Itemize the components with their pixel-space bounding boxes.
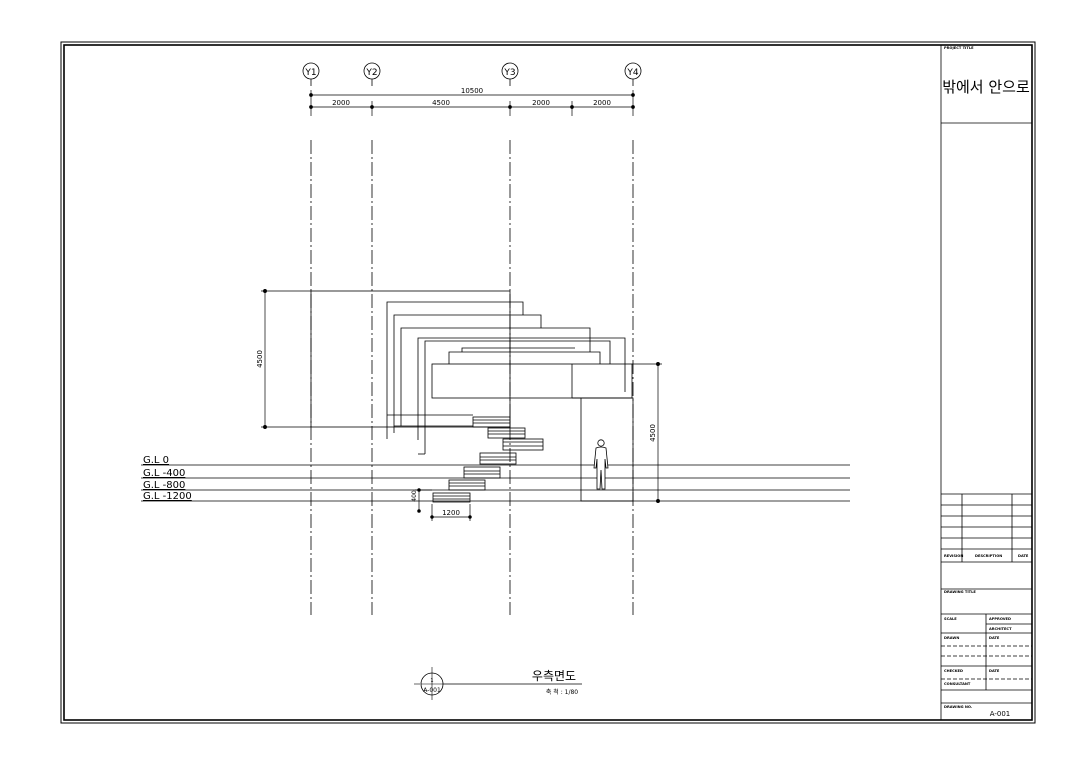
step-width-dimension: [430, 504, 472, 521]
sheet-outer-border: [60, 41, 1036, 724]
level-label-1200: G.L -1200: [143, 491, 192, 502]
left-height-label: 4500: [256, 350, 264, 368]
grid-axis-lines: [310, 140, 634, 615]
drawing-no: A-001: [990, 710, 1011, 718]
level-label-800: G.L -800: [143, 480, 185, 491]
human-scale-figure: [593, 439, 609, 490]
level-label-400: G.L -400: [143, 468, 185, 479]
grid-label-y2: Y2: [365, 68, 377, 78]
scale-label: SCALE: [944, 617, 957, 621]
level-label-0: G.L 0: [143, 455, 169, 466]
checked-date-label: DATE: [989, 669, 1000, 673]
dim-span-4: 2000: [593, 99, 611, 107]
grid-label-y1: Y1: [304, 68, 316, 78]
project-title: 밖에서 안으로: [942, 78, 1030, 96]
drawn-date-label: DATE: [989, 636, 1000, 640]
dim-span-3: 2000: [532, 99, 550, 107]
step-height-label: 400: [411, 490, 418, 502]
caption-title: 우측면도: [532, 669, 576, 683]
top-dimensions: [309, 90, 635, 116]
grid-bubble-y1: Y1: [302, 62, 320, 86]
dim-total: 10500: [461, 87, 483, 95]
approved-label: APPROVED: [989, 617, 1011, 621]
sheet-inner-border: [63, 44, 1033, 721]
revision-label: REVISION: [944, 554, 963, 558]
drawing-no-label: DRAWING NO.: [944, 705, 972, 709]
step-height-dimension: [415, 488, 432, 513]
right-height-dimension: [632, 362, 662, 503]
description-label: DESCRIPTION: [975, 554, 1002, 558]
grid-label-y4: Y4: [626, 68, 638, 78]
elevation-drawing: [310, 290, 634, 503]
grid-bubble-y4: Y4: [624, 62, 642, 86]
caption-scale: 축 척 : 1/80: [546, 688, 578, 696]
grid-label-y3: Y3: [503, 68, 515, 78]
architect-label: ARCHITECT: [989, 627, 1012, 631]
right-height-label: 4500: [649, 424, 657, 442]
left-height-dimension: [261, 289, 311, 429]
caption-section-number: 1: [430, 678, 433, 684]
ground-level-lines: [141, 464, 850, 502]
dim-span-2: 4500: [432, 99, 450, 107]
caption-sheet-ref: A-001: [423, 687, 441, 694]
date-label: DATE: [1018, 554, 1029, 558]
drawing-caption: 1 A-001 우측면도 축 척 : 1/80: [414, 667, 582, 700]
step-width-label: 1200: [442, 509, 460, 517]
drawing-title-label: DRAWING TITLE: [944, 590, 976, 594]
drawn-label: DRAWN: [944, 636, 959, 640]
consultant-label: CONSULTANT: [944, 682, 971, 686]
checked-label: CHECKED: [944, 669, 963, 673]
grid-bubble-y3: Y3: [501, 62, 519, 86]
grid-bubble-y2: Y2: [363, 62, 381, 86]
title-block: [940, 45, 1032, 720]
project-title-label: PROJECT TITLE: [944, 46, 974, 50]
dim-span-1: 2000: [332, 99, 350, 107]
